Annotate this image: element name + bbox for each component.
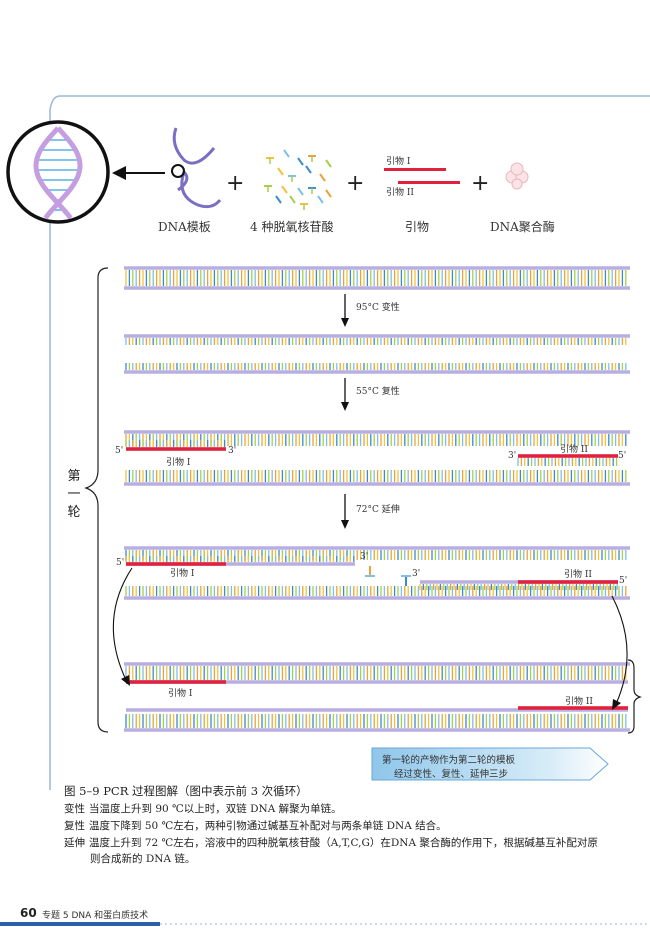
label-polymerase: DNA聚合酶 bbox=[490, 220, 555, 234]
label-primer1-product: 引物 I bbox=[168, 689, 193, 699]
primer2-extend bbox=[518, 580, 618, 584]
label-primer1-legend: 引物 I bbox=[386, 157, 411, 167]
chapter-title: 专题 5 DNA 和蛋白质技术 bbox=[42, 911, 149, 921]
new-strand-2-bases bbox=[419, 584, 618, 590]
caption-text: 当温度上升到 90 ℃以上时，双链 DNA 解聚为单链。 bbox=[89, 803, 342, 815]
label-5prime-d: 5' bbox=[619, 576, 628, 586]
bases-top bbox=[125, 550, 627, 560]
free-nucleotide-icon-2 bbox=[401, 575, 411, 586]
step-label-extend: 72°C 延伸 bbox=[356, 505, 400, 515]
caption-text: 温度下降到 50 ℃左右，两种引物通过碱基互补配对与两条单链 DNA 结合。 bbox=[89, 820, 447, 832]
primer1-bases bbox=[125, 440, 226, 447]
label-3prime-b: 3' bbox=[508, 451, 517, 461]
label-3prime-c: 3' bbox=[360, 552, 369, 562]
plus-sign-2: + bbox=[346, 171, 364, 196]
dna-template-icon bbox=[171, 127, 222, 209]
footer-bar bbox=[0, 922, 160, 926]
product-strands bbox=[124, 662, 630, 732]
free-nucleotide-icon bbox=[365, 566, 375, 577]
plus-sign-1: + bbox=[226, 171, 244, 196]
label-5prime-c: 5' bbox=[116, 558, 125, 568]
step-label-denature: 95°C 变性 bbox=[356, 303, 400, 313]
primer1-extend bbox=[126, 562, 226, 566]
dsdna-initial bbox=[124, 266, 630, 290]
caption-text: 则合成新的 DNA 链。 bbox=[90, 853, 196, 865]
primer1-annealed bbox=[126, 447, 226, 451]
bases-bottom bbox=[125, 586, 627, 596]
product1-bases bbox=[125, 666, 627, 680]
label-5prime-a: 5' bbox=[115, 446, 124, 456]
bases-bottom bbox=[125, 470, 627, 482]
figure-caption-title: 图 5–9 PCR 过程图解（图中表示前 3 次循环） bbox=[64, 784, 308, 798]
label-nucleotides: 4 种脱氧核苷酸 bbox=[250, 220, 334, 234]
primer2-annealed bbox=[518, 454, 618, 458]
note-line-2: 经过变性、复性、延伸三步 bbox=[394, 769, 509, 780]
label-3prime-a: 3' bbox=[228, 446, 237, 456]
caption-term: 复性 bbox=[64, 820, 85, 832]
dsdna-denatured bbox=[124, 334, 630, 374]
page-frame bbox=[49, 95, 650, 790]
note-line-1: 第一轮的产物作为第二轮的模板 bbox=[382, 755, 516, 766]
caption-term: 延伸 bbox=[64, 837, 85, 849]
caption-row-2: 延伸温度上升到 72 ℃左右，溶液中的四种脱氧核苷酸（A,T,C,G）在DNA … bbox=[64, 836, 598, 851]
product2-bases bbox=[125, 714, 627, 728]
label-dna-template: DNA模板 bbox=[158, 220, 211, 234]
bases-bottom bbox=[125, 363, 627, 370]
primer2-product bbox=[518, 706, 628, 710]
primer2-bar bbox=[398, 181, 460, 184]
primer2-bases bbox=[517, 458, 618, 466]
note-banner bbox=[371, 747, 609, 781]
step-label-anneal: 55°C 复性 bbox=[356, 387, 400, 397]
caption-text: 温度上升到 72 ℃左右，溶液中的四种脱氧核苷酸（A,T,C,G）在DNA 聚合… bbox=[89, 837, 598, 849]
label-5prime-b: 5' bbox=[618, 451, 627, 461]
caption-term: 变性 bbox=[64, 803, 85, 815]
step-arrow-extend bbox=[341, 494, 349, 529]
label-primer1-extend: 引物 I bbox=[170, 569, 195, 579]
bases-top bbox=[125, 338, 627, 345]
label-primer2-product: 引物 II bbox=[565, 697, 593, 707]
product-arrow-right bbox=[611, 595, 628, 710]
round-one-label: 第一轮 bbox=[67, 469, 81, 520]
label-primer2-legend: 引物 II bbox=[386, 188, 414, 198]
base-pairs bbox=[125, 270, 627, 286]
zoom-arrow-icon bbox=[112, 166, 165, 180]
caption-row-0: 变性当温度上升到 90 ℃以上时，双链 DNA 解聚为单链。 bbox=[64, 802, 342, 817]
product-arrow-left bbox=[112, 567, 133, 686]
dna-helix-zoom bbox=[6, 120, 110, 224]
nucleotides-icon bbox=[264, 149, 332, 210]
label-3prime-d: 3' bbox=[412, 569, 421, 579]
primer1-product bbox=[126, 680, 226, 684]
step-arrow-denature bbox=[341, 294, 349, 327]
label-primer2-anneal: 引物 II bbox=[560, 445, 588, 455]
new-strand-1-bases bbox=[125, 556, 355, 562]
products-bracket bbox=[627, 659, 642, 734]
round-brace bbox=[84, 267, 109, 733]
label-primer2-extend: 引物 II bbox=[564, 570, 592, 580]
page-number: 60 bbox=[20, 906, 37, 920]
step-arrow-anneal bbox=[341, 378, 349, 411]
polymerase-icon bbox=[505, 162, 529, 190]
primer1-bar bbox=[384, 168, 446, 171]
caption-row-3: 则合成新的 DNA 链。 bbox=[90, 852, 195, 867]
extending-strands bbox=[124, 546, 630, 600]
plus-sign-3: + bbox=[471, 171, 489, 196]
caption-row-1: 复性温度下降到 50 ℃左右，两种引物通过碱基互补配对与两条单链 DNA 结合。 bbox=[64, 819, 447, 834]
label-primer: 引物 bbox=[405, 220, 430, 234]
annealed-strands bbox=[124, 430, 630, 486]
label-primer1-anneal: 引物 I bbox=[166, 458, 191, 468]
